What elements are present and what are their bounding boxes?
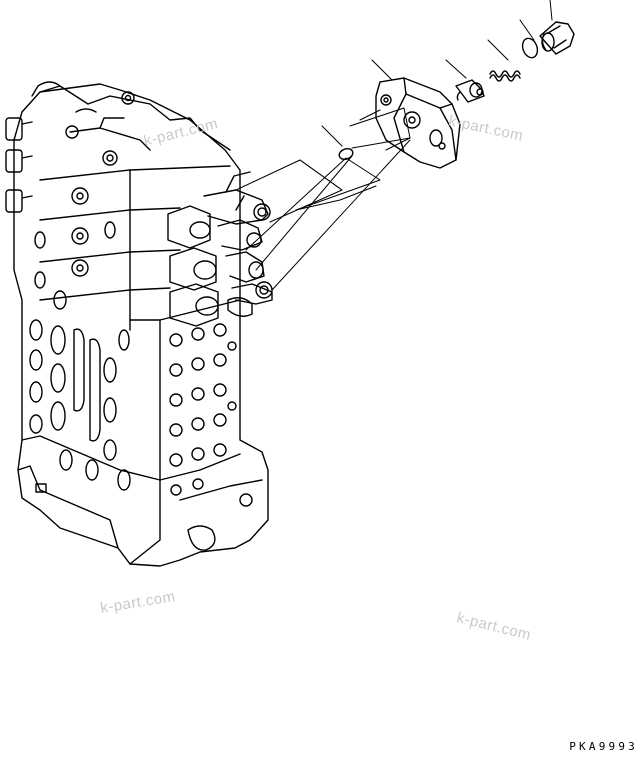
casting-pockets-right bbox=[169, 323, 237, 496]
drawing-code: PKA9993 bbox=[569, 740, 638, 753]
spool-caps bbox=[167, 171, 273, 327]
casting-pockets-left bbox=[29, 221, 131, 491]
exploded-cover-plate bbox=[375, 77, 461, 169]
left-plug-caps bbox=[5, 117, 33, 213]
exploded-o-ring-small bbox=[338, 148, 354, 160]
control-valve-body bbox=[5, 81, 273, 567]
leader-lines bbox=[321, 0, 553, 147]
exploded-spring bbox=[489, 70, 521, 82]
exploded-o-ring-large bbox=[521, 37, 539, 59]
exploded-plug bbox=[539, 21, 575, 55]
assembly-lines bbox=[235, 107, 411, 291]
exploded-plunger bbox=[455, 79, 485, 103]
